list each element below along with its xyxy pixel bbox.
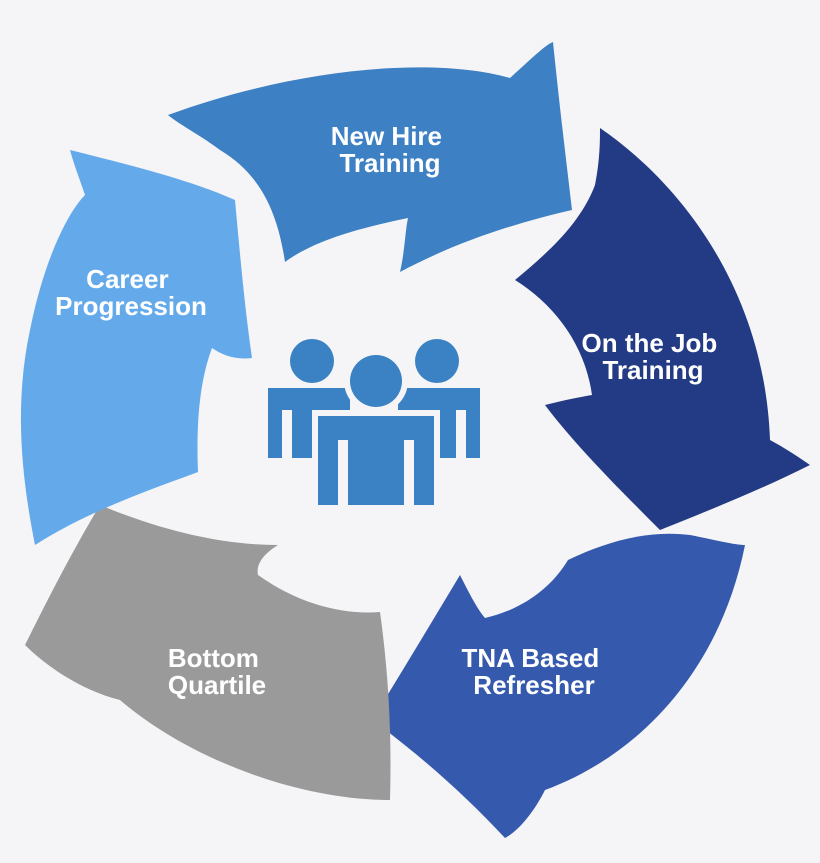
team-people-icon — [268, 339, 480, 510]
label-line-2: Progression — [55, 291, 207, 321]
segment-on-the-job-training: On the Job Training — [515, 128, 810, 530]
label-line-1: New Hire — [331, 121, 442, 151]
arrow-shape-tna-based-refresher — [372, 533, 745, 838]
label-line-1: Bottom — [168, 643, 259, 673]
arrow-shape-career-progression — [20, 150, 253, 545]
label-line-2: Refresher — [473, 670, 594, 700]
segment-career-progression: Career Progression — [20, 150, 253, 545]
label-line-1: TNA Based — [462, 643, 600, 673]
arrow-shape-on-the-job-training — [515, 128, 810, 530]
label-bottom-quartile: Bottom Quartile — [168, 643, 266, 700]
segment-tna-based-refresher: TNA Based Refresher — [372, 533, 745, 838]
label-line-2: Training — [339, 148, 440, 178]
label-tna-based-refresher: TNA Based Refresher — [462, 643, 607, 700]
label-line-1: Career — [86, 264, 168, 294]
label-line-2: Training — [602, 355, 703, 385]
person-center — [312, 349, 440, 510]
arrow-shape-bottom-quartile — [25, 505, 391, 800]
segment-new-hire-training: New Hire Training — [168, 42, 572, 272]
label-line-1: On the Job — [581, 328, 717, 358]
segment-bottom-quartile: Bottom Quartile — [25, 505, 391, 800]
label-line-2: Quartile — [168, 670, 266, 700]
label-new-hire-training: New Hire Training — [331, 121, 450, 178]
label-career-progression: Career Progression — [55, 264, 207, 321]
label-on-the-job-training: On the Job Training — [581, 328, 724, 385]
arrow-shape-new-hire-training — [168, 42, 572, 272]
